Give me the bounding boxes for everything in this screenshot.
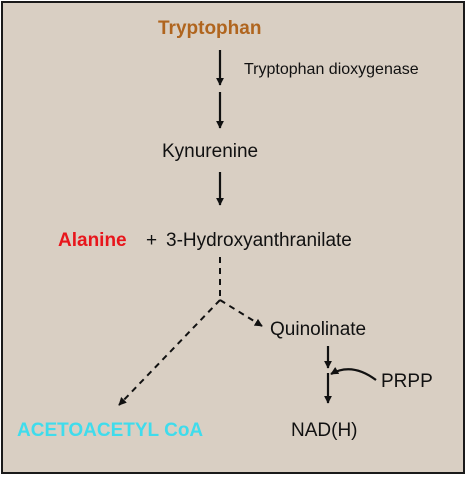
tryptophan-label: Tryptophan bbox=[158, 18, 262, 39]
kynurenine-label: Kynurenine bbox=[162, 141, 259, 162]
acetoacetyl-coa-label: ACETOACETYL CoA bbox=[17, 420, 204, 441]
plus-sign: + bbox=[146, 230, 158, 251]
quinolinate-label: Quinolinate bbox=[270, 319, 367, 340]
hydroxyanthranilate-label: 3-Hydroxyanthranilate bbox=[166, 230, 352, 251]
dashed-arrow-to-acetoacetyl-coa bbox=[118, 299, 221, 406]
alanine-label: Alanine bbox=[58, 230, 127, 251]
dashed-arrow-to-quinolinate bbox=[219, 299, 263, 327]
prpp-label: PRPP bbox=[381, 371, 433, 392]
tryptophan-dioxygenase-label: Tryptophan dioxygenase bbox=[244, 61, 419, 78]
arrow-prpp-curve bbox=[330, 366, 377, 381]
nadh-label: NAD(H) bbox=[291, 420, 358, 441]
